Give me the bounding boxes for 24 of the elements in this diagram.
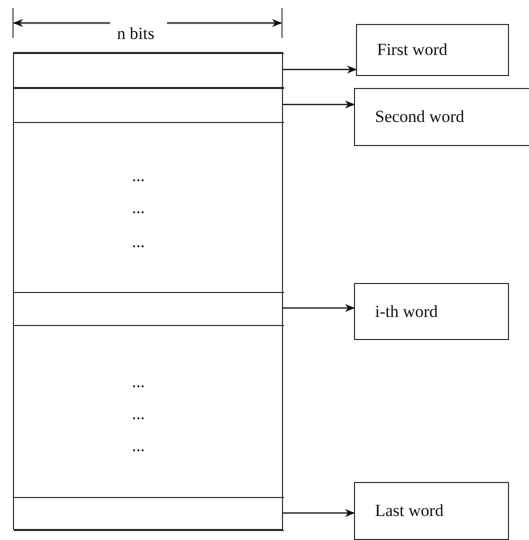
arrow: [283, 509, 355, 517]
memory-word-row: [14, 53, 284, 88]
ellipsis-mark: ...: [132, 166, 145, 186]
word-name: i-th word: [375, 302, 438, 322]
word-label-box: [354, 482, 509, 540]
arrow: [283, 66, 357, 74]
memory-word-row: [14, 88, 284, 123]
ellipsis-mark: ...: [132, 372, 145, 392]
word-label-box: [354, 283, 509, 340]
memory-block: [13, 52, 283, 530]
word-name: Second word: [375, 107, 464, 127]
dimension-label: n bits: [117, 24, 154, 44]
memory-word-row: [14, 497, 284, 531]
ellipsis-mark: ...: [132, 232, 145, 252]
ellipsis-mark: ...: [132, 198, 145, 218]
ellipsis-mark: ...: [132, 436, 145, 456]
word-label-box: [354, 88, 529, 146]
arrow: [283, 100, 355, 108]
word-name: First word: [377, 40, 448, 60]
word-name: Last word: [375, 501, 444, 521]
arrow: [283, 304, 355, 312]
ellipsis-mark: ...: [132, 404, 145, 424]
word-label-box: [356, 24, 509, 76]
memory-word-row: [14, 292, 284, 326]
